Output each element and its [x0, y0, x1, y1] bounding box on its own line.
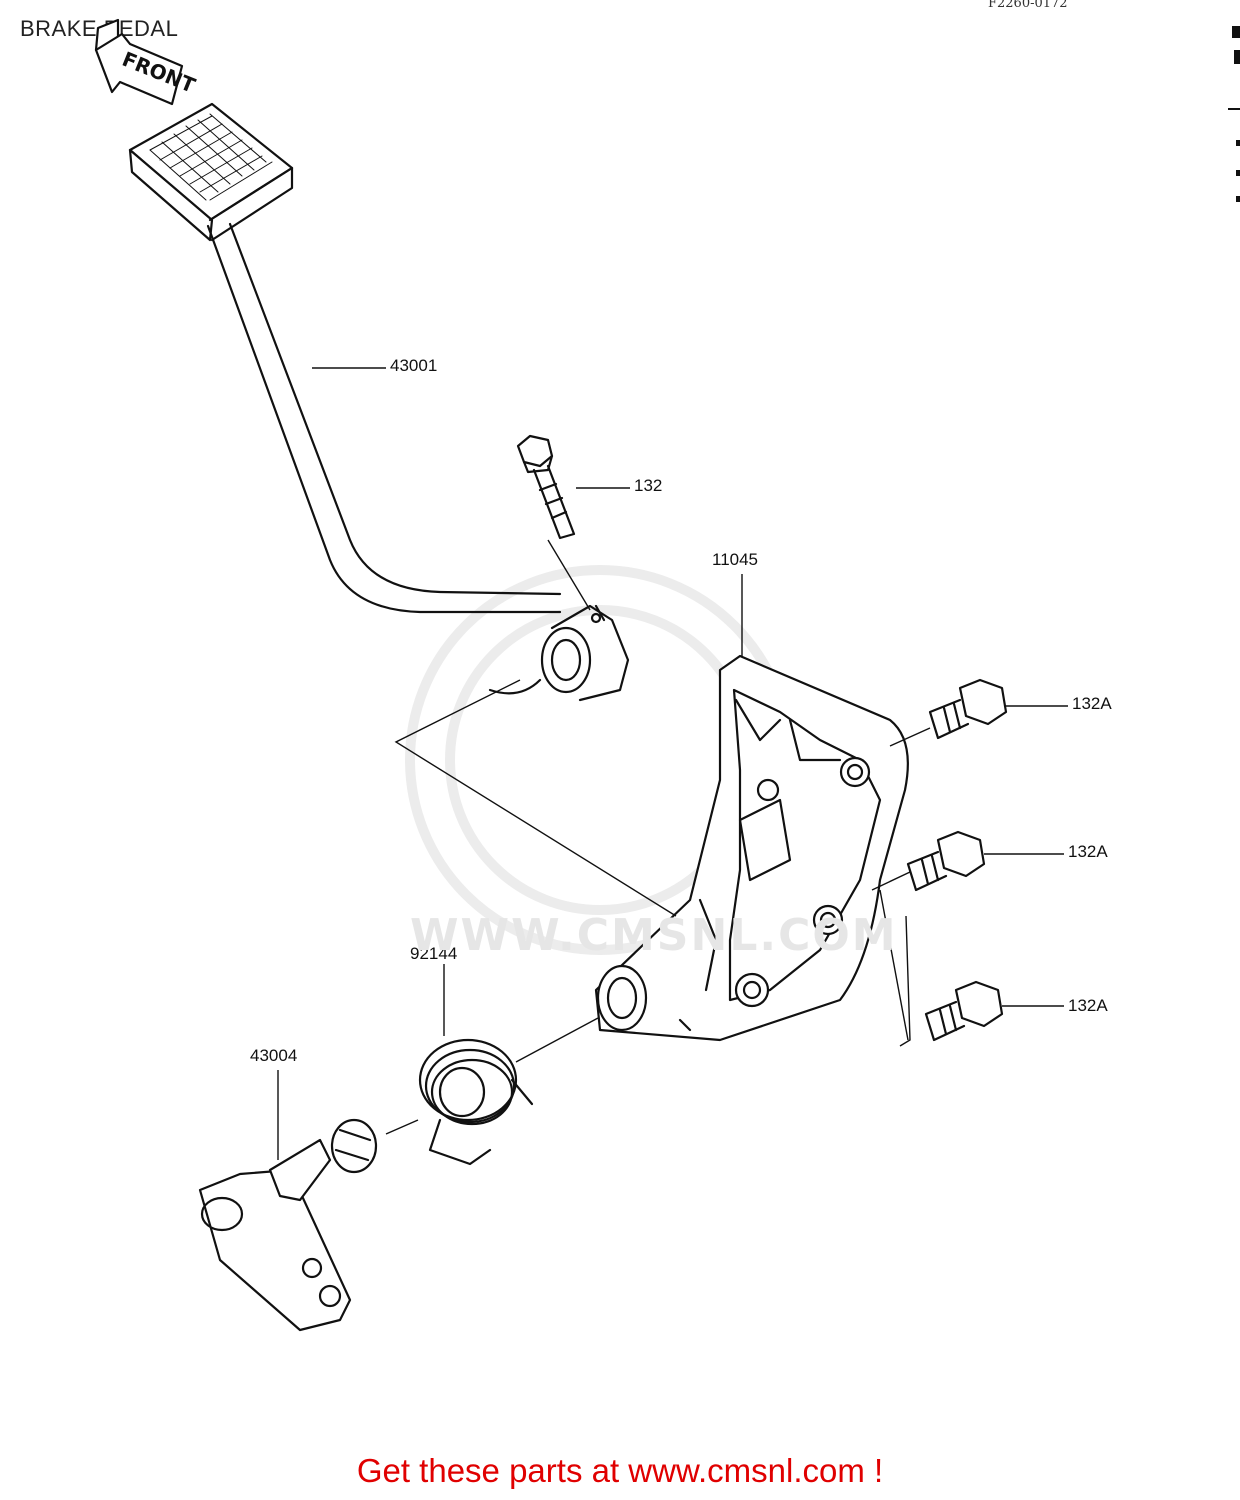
- exploded-parts-diagram: FRONT: [94, 18, 1068, 1332]
- part-label-132a[interactable]: 132A: [1068, 842, 1108, 861]
- part-label-132a[interactable]: 132A: [1072, 694, 1112, 713]
- part-label-11045[interactable]: 11045: [712, 550, 759, 569]
- bolt-132a-part-3: [924, 980, 1004, 1042]
- bolt-132a-part-2: [906, 830, 986, 892]
- brake-lever-shaft-part: [198, 1118, 378, 1332]
- part-label-92144[interactable]: 92144: [410, 944, 458, 963]
- drawing-code: F2260-0172: [988, 0, 1068, 11]
- bolt-132-part: [516, 434, 576, 540]
- part-label-43004[interactable]: 43004: [250, 1046, 298, 1065]
- brake-pedal-part: [128, 102, 630, 702]
- get-parts-link[interactable]: Get these parts at www.cmsnl.com !: [356, 1452, 884, 1489]
- part-label-132a[interactable]: 132A: [1068, 996, 1108, 1015]
- pedal-grip-pattern: [149, 113, 273, 201]
- bolt-132a-part-1: [928, 678, 1008, 740]
- part-label-43001[interactable]: 43001: [390, 356, 438, 375]
- spring-92144-part: [418, 1038, 534, 1166]
- pedal-bracket-part: [594, 654, 909, 1042]
- part-label-132[interactable]: 132: [634, 476, 663, 495]
- page-edge-marks: [1228, 26, 1240, 202]
- front-arrow-icon: FRONT: [94, 18, 199, 106]
